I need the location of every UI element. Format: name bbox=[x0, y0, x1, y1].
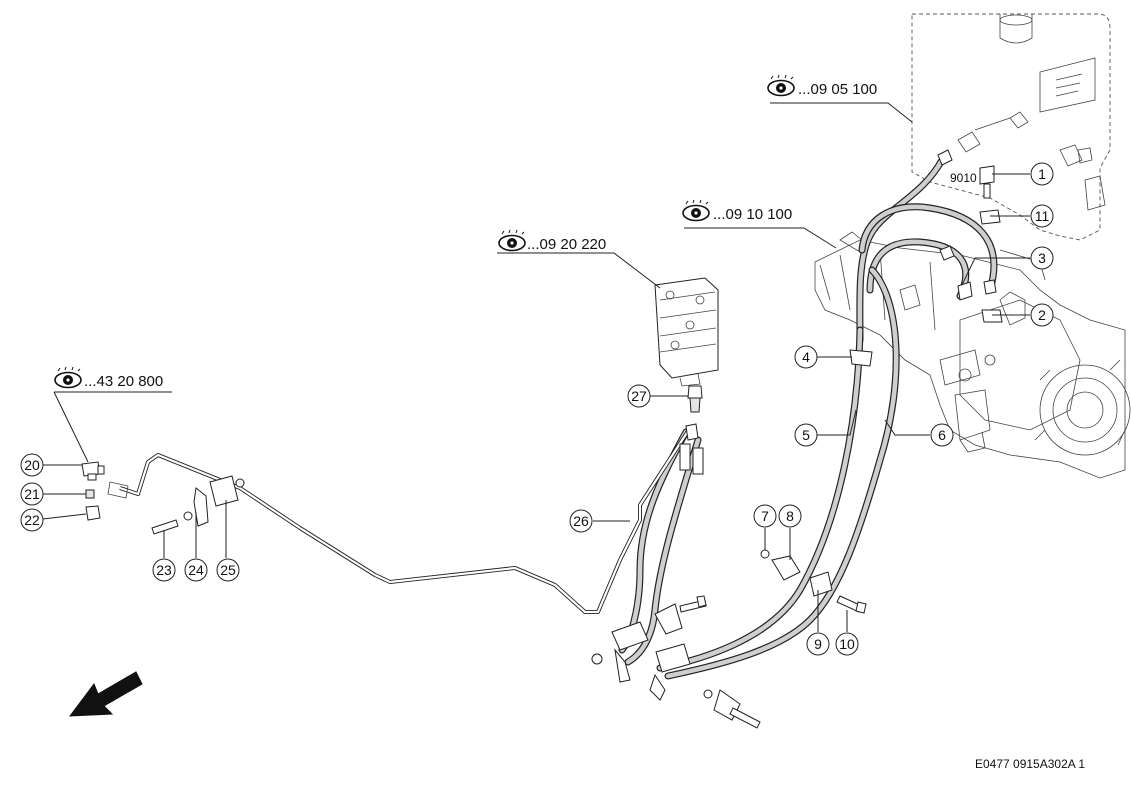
callout-leaders bbox=[33, 173, 1030, 632]
hose-fittings-top bbox=[679, 423, 704, 475]
steel-pipe bbox=[107, 426, 692, 614]
drawing-code: E0477 0915A302A 1 bbox=[975, 757, 1085, 771]
right-fittings bbox=[937, 149, 1003, 323]
callout-22: 22 bbox=[20, 508, 44, 532]
hoses-upper bbox=[856, 156, 998, 344]
svg-text:3: 3 bbox=[1038, 250, 1046, 266]
callout-25: 25 bbox=[216, 558, 240, 582]
clamp-4 bbox=[849, 349, 873, 367]
reference-09-20-220: ...09 20 220 bbox=[497, 229, 661, 289]
eye-icon bbox=[682, 199, 710, 222]
callout-6: 6 bbox=[930, 423, 954, 447]
svg-text:22: 22 bbox=[24, 512, 40, 528]
control-valve-block bbox=[654, 277, 719, 387]
eye-icon bbox=[767, 74, 795, 97]
port-label: 9010 bbox=[950, 171, 977, 185]
left-parts bbox=[81, 461, 245, 535]
svg-text:4: 4 bbox=[802, 349, 810, 365]
reference-text: ...09 05 100 bbox=[798, 81, 877, 98]
svg-text:21: 21 bbox=[24, 486, 40, 502]
callout-9: 9 bbox=[806, 632, 830, 656]
svg-text:11: 11 bbox=[1035, 208, 1050, 224]
clamp-9-bolt-10 bbox=[760, 549, 867, 614]
callout-5: 5 bbox=[794, 423, 818, 447]
svg-text:5: 5 bbox=[802, 427, 810, 443]
callout-21: 21 bbox=[20, 482, 44, 506]
svg-text:27: 27 bbox=[631, 388, 647, 404]
tank-outline bbox=[911, 13, 1111, 241]
svg-text:20: 20 bbox=[24, 457, 40, 473]
svg-text:23: 23 bbox=[156, 562, 172, 578]
callout-2: 2 bbox=[1030, 303, 1054, 327]
callout-1: 1 bbox=[1030, 162, 1054, 186]
direction-arrow-icon bbox=[68, 671, 143, 717]
svg-text:25: 25 bbox=[220, 562, 236, 578]
callout-10: 10 bbox=[835, 632, 859, 656]
callout-23: 23 bbox=[152, 558, 176, 582]
reference-text: ...09 10 100 bbox=[713, 206, 792, 223]
callout-24: 24 bbox=[184, 558, 208, 582]
eye-icon bbox=[54, 366, 82, 389]
svg-text:1: 1 bbox=[1038, 166, 1046, 182]
svg-text:10: 10 bbox=[839, 636, 855, 652]
svg-text:8: 8 bbox=[786, 508, 794, 524]
reference-text: ...09 20 220 bbox=[527, 236, 606, 253]
reference-43-20-800: ...43 20 800 bbox=[53, 366, 172, 463]
lower-clamps bbox=[591, 595, 761, 729]
callout-27: 27 bbox=[627, 384, 651, 408]
svg-text:26: 26 bbox=[573, 513, 589, 529]
reference-text: ...43 20 800 bbox=[84, 373, 163, 390]
pump-assembly bbox=[814, 231, 1131, 479]
reference-09-10-100: ...09 10 100 bbox=[682, 199, 837, 249]
callouts: 1 2 3 4 5 6 7 8 9 10 11 20 21 22 23 24 2… bbox=[20, 162, 1054, 656]
svg-text:2: 2 bbox=[1038, 307, 1046, 323]
callout-4: 4 bbox=[794, 345, 818, 369]
callout-8: 8 bbox=[778, 504, 802, 528]
eye-icon bbox=[498, 229, 526, 252]
callout-7: 7 bbox=[753, 504, 777, 528]
callout-11: 11 bbox=[1030, 204, 1054, 228]
svg-text:9: 9 bbox=[814, 636, 822, 652]
callout-20: 20 bbox=[20, 453, 44, 477]
fitting-27 bbox=[687, 385, 703, 413]
tank-fittings bbox=[957, 111, 1106, 211]
callout-26: 26 bbox=[569, 509, 593, 533]
svg-text:6: 6 bbox=[938, 427, 946, 443]
svg-text:24: 24 bbox=[188, 562, 204, 578]
reference-09-05-100: ...09 05 100 bbox=[767, 74, 913, 123]
svg-text:7: 7 bbox=[761, 508, 769, 524]
callout-3: 3 bbox=[1030, 246, 1054, 270]
